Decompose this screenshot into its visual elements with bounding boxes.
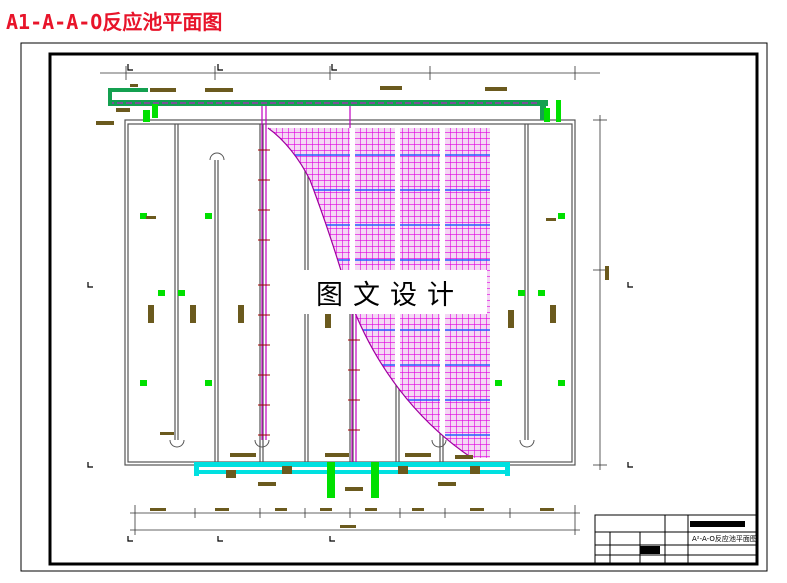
title-block-name: A²-A-O反应池平面图	[692, 534, 757, 543]
axis-markers	[87, 64, 633, 542]
top-dimension	[100, 66, 600, 80]
baffle-arc-bottom-left	[169, 439, 185, 448]
air-drop-pipes	[261, 106, 357, 462]
outer-frame	[20, 42, 768, 572]
baffle-arc-bottom-mid	[254, 439, 270, 448]
title-block-mark	[640, 546, 660, 554]
drop-pipe-ticks	[258, 149, 360, 436]
right-dimension-label	[605, 266, 609, 280]
baffle-arc-bottom-right1	[431, 439, 447, 448]
media-boundary-curve	[267, 127, 473, 459]
bottom-return-pipe	[194, 462, 510, 498]
drawing-title: A1-A-A-O反应池平面图	[6, 10, 223, 34]
bottom-dimension	[130, 505, 580, 535]
annotation-labels	[96, 84, 556, 491]
baffle-arc-bottom-right2	[519, 439, 535, 448]
inner-frame	[48, 52, 759, 566]
main-air-pipe	[108, 88, 561, 122]
right-dimension	[593, 115, 607, 470]
title-block	[594, 514, 758, 565]
wall-valves	[140, 213, 565, 386]
watermark-text: 图文设计	[293, 270, 487, 314]
pipe-valves-top	[143, 104, 550, 122]
bottom-dimension-labels	[150, 508, 554, 528]
title-block-bar	[690, 521, 745, 527]
baffle-arc-left	[209, 152, 225, 161]
